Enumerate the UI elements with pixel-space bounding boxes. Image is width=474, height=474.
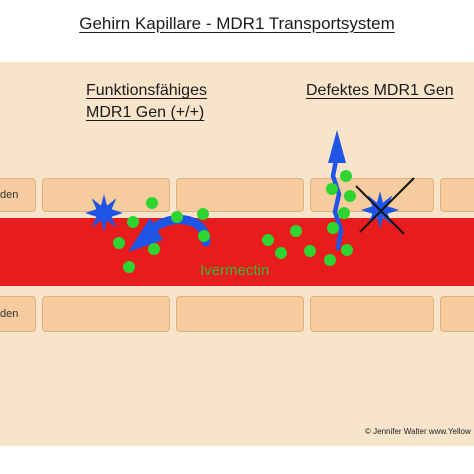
endothelial-cell (0, 296, 36, 332)
endothelial-cell (440, 178, 474, 212)
endothelial-cell (440, 296, 474, 332)
molecule (340, 170, 352, 182)
molecule (146, 197, 158, 209)
efflux-arrowhead-icon (128, 218, 163, 252)
drug-label: Ivermectin (200, 262, 270, 279)
label-functional-gene: Funktionsfähiges MDR1 Gen (+/+) (86, 80, 207, 124)
molecule (304, 245, 316, 257)
cross-icon (355, 185, 405, 235)
molecule (171, 211, 183, 223)
side-label-bottom: den (0, 308, 19, 320)
molecule (148, 243, 160, 255)
diagram-title: Gehirn Kapillare - MDR1 Transportsystem (79, 14, 395, 33)
molecule (327, 222, 339, 234)
molecule (290, 225, 302, 237)
transporter-star-icon (85, 194, 123, 232)
molecule (324, 254, 336, 266)
label-defective-gene: Defektes MDR1 Gen (306, 82, 454, 99)
molecule (344, 190, 356, 202)
endothelial-cell (42, 296, 170, 332)
molecule (197, 208, 209, 220)
molecule (338, 207, 350, 219)
leak-arrow-icon (330, 157, 344, 251)
endothelial-cell (176, 296, 304, 332)
molecule (123, 261, 135, 273)
molecule (275, 247, 287, 259)
credit-text: © Jennifer Walter www.Yellow (365, 427, 471, 436)
endothelial-cell (0, 178, 36, 212)
label-functional-line2: MDR1 Gen (+/+) (86, 104, 205, 121)
endothelial-cell (310, 296, 434, 332)
cross-icon (359, 177, 415, 233)
molecule (198, 230, 210, 242)
side-label-top: den (0, 189, 19, 201)
endothelial-cell (176, 178, 304, 212)
molecule (341, 244, 353, 256)
blood-vessel (0, 218, 474, 286)
label-functional-line1: Funktionsfähiges (86, 82, 207, 99)
molecule-group (113, 170, 356, 273)
molecule (113, 237, 125, 249)
molecule (326, 183, 338, 195)
molecule (262, 234, 274, 246)
leak-arrowhead-icon (328, 130, 346, 163)
molecule (127, 216, 139, 228)
